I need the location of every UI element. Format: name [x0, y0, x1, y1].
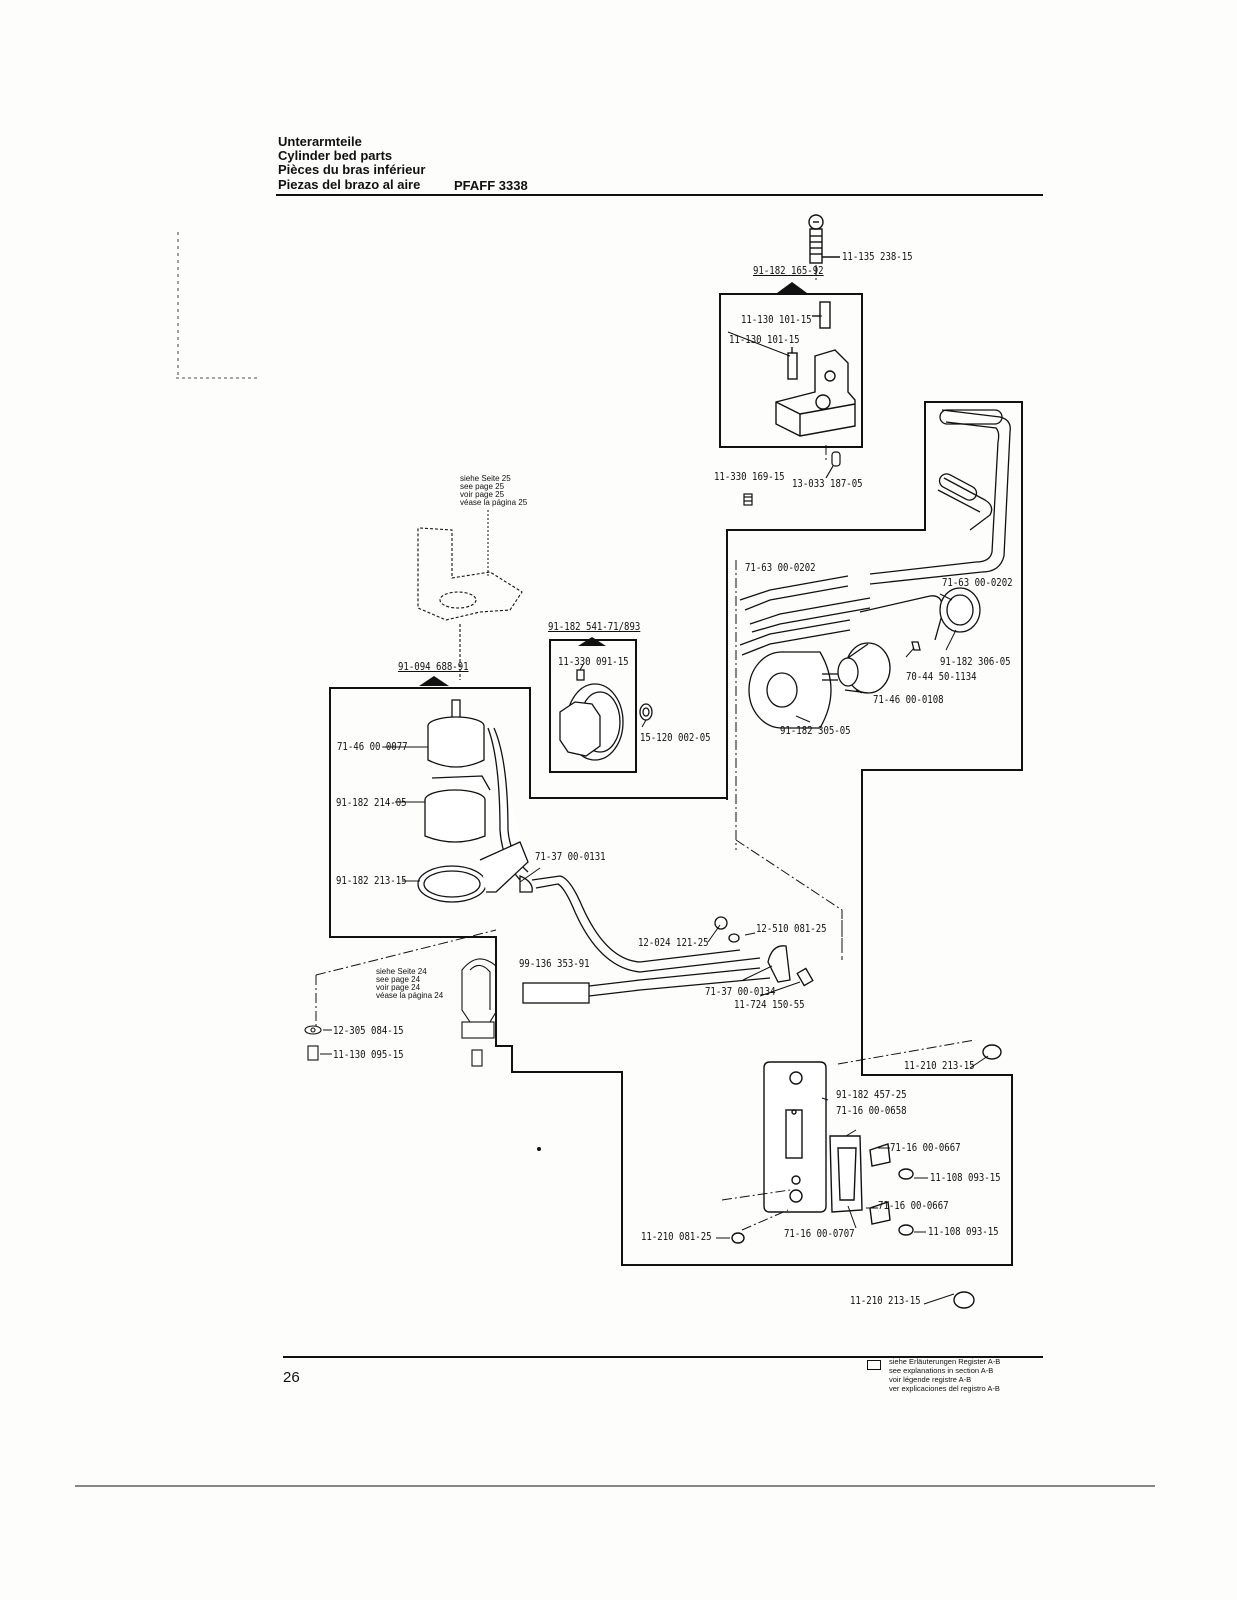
reference-page24-es: véase la página 24	[376, 991, 444, 1000]
main-assembly-frame	[329, 401, 1023, 1266]
part-label: 11-210 213-15	[850, 1294, 921, 1307]
part-label: 15-120 002-05	[640, 731, 711, 744]
part-label: 71-16 00-0667	[878, 1199, 949, 1212]
title-spanish: Piezas del brazo al aire	[278, 177, 421, 192]
part-label: 11-130 095-15	[333, 1048, 404, 1061]
set-screws-icon	[743, 451, 841, 506]
part-label: 12-024 121-25	[638, 936, 709, 949]
part-label: 71-16 00-0667	[890, 1141, 961, 1154]
title-english: Cylinder bed parts	[278, 148, 393, 163]
triangle-marker-knob	[578, 637, 606, 646]
screw-left-icon	[307, 1045, 319, 1061]
part-label: 11-130 101-15	[729, 333, 800, 346]
part-label: 91-182 214-05	[336, 796, 407, 809]
reference-page24-de: siehe Seite 24	[376, 967, 427, 976]
cable-bundle-icon	[739, 409, 1011, 656]
cable-to-plug-icon	[522, 875, 814, 1004]
legend-line-en: see explanations in section A-B	[889, 1366, 994, 1375]
screw-right-lower-icon	[898, 1224, 914, 1236]
screw-loose-icon	[953, 1291, 975, 1309]
part-label: 11-135 238-15	[842, 250, 913, 263]
part-label: 70-44 50-1134	[906, 670, 977, 683]
washer-left-icon	[304, 1025, 322, 1035]
part-label: 13-033 187-05	[792, 477, 863, 490]
part-label: 11-108 093-15	[930, 1171, 1001, 1184]
legend-line-de: siehe Erläuterungen Register A-B	[889, 1357, 1001, 1366]
part-label: 91-182 305-05	[780, 724, 851, 737]
clip-page24-icon	[304, 958, 497, 1067]
screw-top-icon	[808, 214, 840, 264]
header-rule	[276, 194, 1043, 196]
reference-page25-en: see page 25	[460, 482, 505, 491]
page-number: 26	[283, 1369, 300, 1386]
legend-line-fr: voir légende registre A-B	[889, 1375, 972, 1384]
reference-page24-en: see page 24	[376, 975, 421, 984]
screw-frame-icon	[982, 1044, 1002, 1060]
part-label: 11-330 169-15	[714, 470, 785, 483]
connector-plate-icon	[731, 1044, 1002, 1309]
part-label: 11-108 093-15	[928, 1225, 999, 1238]
part-label: 11-330 091-15	[558, 655, 629, 668]
part-label: 71-63 00-0202	[942, 576, 1013, 589]
reference-page25-es: véase la página 25	[460, 498, 528, 507]
guide-knob-icon	[559, 669, 653, 761]
spacer-icon	[796, 967, 814, 987]
motor-assembly-icon	[417, 699, 533, 903]
screw-small-icon	[471, 1049, 483, 1067]
part-label: 12-305 084-15	[333, 1024, 404, 1037]
washer-small-icon	[728, 933, 740, 943]
part-label: 91-182 306-05	[940, 655, 1011, 668]
title-german: Unterarmteile	[278, 134, 362, 149]
part-label: 99-136 353-91	[519, 957, 590, 970]
sensor-block-icon	[775, 301, 856, 437]
part-label: 71-63 00-0202	[745, 561, 816, 574]
machine-model: PFAFF 3338	[454, 178, 528, 193]
part-label: 71-37 00-0131	[535, 850, 606, 863]
assembly-sensor-holder: 91-182 165-92	[753, 264, 824, 277]
plug-icon	[522, 982, 590, 1004]
part-label: 71-16 00-0707	[784, 1227, 855, 1240]
cable-clamp-icon	[767, 945, 791, 983]
assembly-guide-knob: 91-182 541-71/893	[548, 620, 641, 633]
sensor-holder-frame	[719, 293, 863, 448]
reference-page25-fr: voir page 25	[460, 490, 505, 499]
part-label: 11-724 150-55	[734, 998, 805, 1011]
nut-icon	[714, 916, 728, 930]
screw-right-icon	[898, 1168, 914, 1180]
triangle-marker-sensor	[777, 282, 807, 293]
part-label: 71-37 00-0134	[705, 985, 776, 998]
legend-line-es: ver explicaciones del registro A-B	[889, 1384, 1000, 1393]
part-label: 91-182 213-15	[336, 874, 407, 887]
part-label: 11-210 213-15	[904, 1059, 975, 1072]
title-french: Pièces du bras inférieur	[278, 162, 426, 177]
part-label: 71-46 00-0108	[873, 693, 944, 706]
part-label: 11-130 101-15	[741, 313, 812, 326]
assembly-motor-mount: 91-094 688-91	[398, 660, 469, 673]
triangle-marker-motor	[419, 676, 449, 686]
reference-page25-de: siehe Seite 25	[460, 474, 511, 483]
lock-bracket-icon	[869, 1143, 891, 1167]
part-label: 91-182 457-25	[836, 1088, 907, 1101]
legend-box-icon	[867, 1360, 881, 1370]
part-label: 11-210 081-25	[641, 1230, 712, 1243]
reference-page24-fr: voir page 24	[376, 983, 421, 992]
screw-bottom-icon	[731, 1232, 745, 1244]
part-label: 71-46 00-0077	[337, 740, 408, 753]
washer-icon	[639, 703, 653, 721]
part-label: 12-510 081-25	[756, 922, 827, 935]
part-label: 71-16 00-0658	[836, 1104, 907, 1117]
bracket-page25-icon	[417, 527, 523, 680]
